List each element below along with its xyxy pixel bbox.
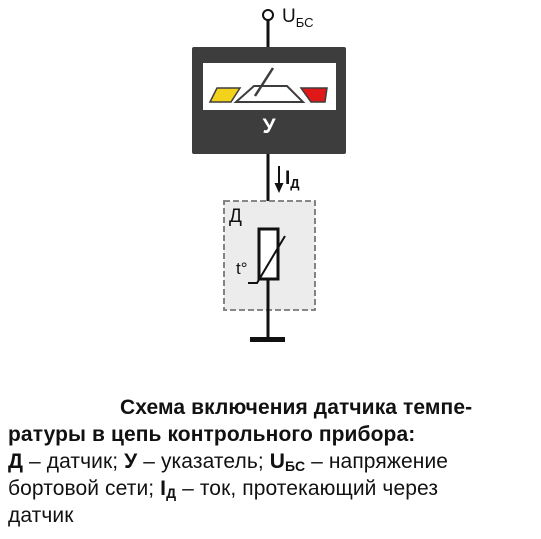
- temperature-label: t°: [236, 259, 248, 278]
- caption-symbol-ubs: U: [269, 450, 285, 473]
- caption-symbol-u: У: [124, 450, 138, 473]
- current-arrow-head: [274, 183, 284, 193]
- caption-text-d: – датчик;: [23, 450, 125, 473]
- caption-text-ubs: – напряжение: [305, 450, 449, 473]
- indicator-zone-yellow: [208, 87, 242, 103]
- caption-symbol-i: I: [160, 477, 167, 500]
- caption-symbol-i-sub: Д: [166, 485, 177, 501]
- indicator-zone-red: [299, 87, 328, 103]
- supply-terminal: [262, 9, 274, 21]
- caption-title-line-1: Схема включения датчика темпе-: [120, 396, 473, 419]
- caption-legend-line-5: датчик: [8, 504, 74, 527]
- indicator-scale-arc: [233, 85, 306, 103]
- caption-symbol-d: Д: [8, 450, 24, 473]
- figure-caption: Схема включения датчика темпе- ратуры в …: [8, 394, 534, 529]
- caption-symbol-ubs-sub: БС: [285, 458, 306, 474]
- caption-legend-line-4: бортовой сети; IД – ток, протекающий чер…: [8, 475, 534, 502]
- caption-legend-line-3: Д – датчик; У – указатель; UБС – напряже…: [8, 448, 534, 475]
- sensor-label: Д: [229, 206, 242, 227]
- caption-text-network: бортовой сети;: [8, 477, 161, 500]
- current-label: IД: [285, 168, 300, 191]
- thermistor-slash: [248, 235, 286, 284]
- caption-title-line-2: ратуры в цепь контрольного прибора:: [8, 423, 416, 446]
- circuit-diagram: UБС У IД Д t°: [192, 6, 346, 342]
- ground-symbol: [250, 337, 285, 342]
- caption-text-u: – указатель;: [137, 450, 270, 473]
- supply-terminal-label: UБС: [282, 6, 314, 30]
- indicator-label: У: [262, 115, 276, 138]
- caption-text-current: – ток, протекающий через: [176, 477, 439, 500]
- indicator-needle: [253, 67, 275, 97]
